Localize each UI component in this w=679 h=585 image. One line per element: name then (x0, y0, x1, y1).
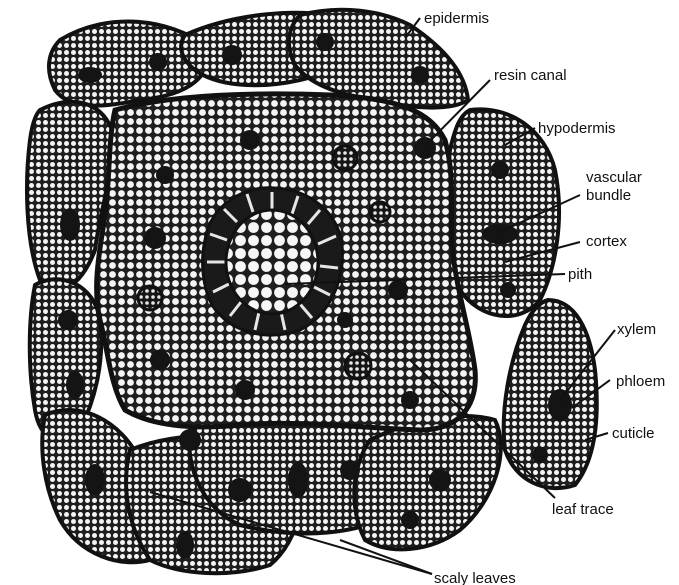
label-leaf-trace: leaf trace (552, 501, 614, 518)
label-pith: pith (568, 266, 592, 283)
label-cortex: cortex (586, 233, 627, 250)
pith-core (226, 210, 318, 314)
label-scaly-leaves: scaly leaves (434, 570, 516, 585)
label-cuticle: cuticle (612, 425, 655, 442)
label-xylem: xylem (617, 321, 656, 338)
label-epidermis: epidermis (424, 10, 489, 27)
label-phloem: phloem (616, 373, 665, 390)
scaly-leaf-bottom-right (354, 416, 500, 549)
label-vascular-bundle-2: bundle (586, 187, 631, 204)
label-hypodermis: hypodermis (538, 120, 616, 137)
label-vascular-bundle-1: vascular (586, 169, 642, 186)
scaly-leaf-right-lower (504, 300, 597, 488)
label-resin-canal: resin canal (494, 67, 567, 84)
